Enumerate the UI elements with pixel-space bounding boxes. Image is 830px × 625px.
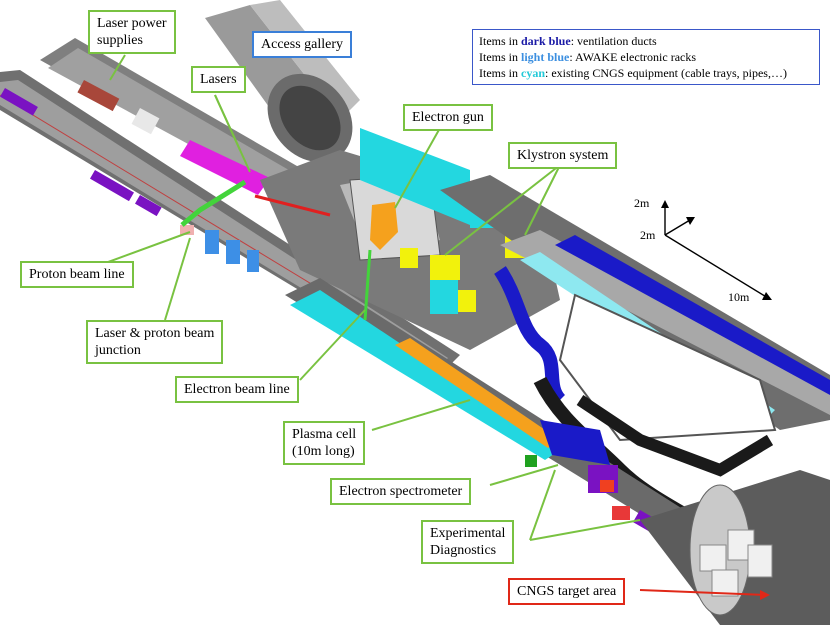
cngs-arrowhead [760, 590, 770, 600]
klystron-cabinets [360, 128, 470, 225]
proton-rack-3 [247, 250, 259, 272]
laser-power-supply-cabinet [131, 108, 160, 135]
cngs-block-1 [699, 544, 727, 572]
scale-arrow-depth [686, 217, 695, 225]
leader-lines [99, 54, 641, 541]
klystron-rack-2 [430, 255, 460, 280]
cngs-block-3 [747, 544, 773, 578]
cngs-target [640, 470, 830, 625]
spectrometer-box [600, 480, 614, 492]
electron-beam-riser [363, 249, 372, 321]
proton-magnet-3 [135, 195, 162, 217]
plasma-cell [395, 338, 560, 448]
legend-prefix: Items in [479, 50, 521, 64]
scale-label-vertical: 2m [634, 196, 650, 210]
laser-beam [180, 179, 247, 227]
legend-prefix: Items in [479, 66, 521, 80]
proton-rack-1 [205, 230, 219, 254]
label-klystron-system: Klystron system [508, 142, 618, 169]
cyan-cabinet-2 [430, 280, 458, 314]
klystron-rack-1 [400, 248, 418, 268]
label-proton-beam-line: Proton beam line [20, 261, 134, 288]
label-electron-spectrometer: Electron spectrometer [330, 478, 472, 505]
spectrometer-detector [525, 455, 537, 467]
label-laser-power-supplies: Laser power supplies [88, 10, 176, 54]
cngs-block-4 [711, 569, 739, 597]
scale-axes [664, 205, 769, 299]
legend-keyword-light-blue: light blue [521, 50, 570, 64]
legend-prefix: Items in [479, 34, 521, 48]
proton-rack-2 [226, 240, 240, 264]
laser-power-supply-unit [77, 80, 120, 112]
legend-keyword-cyan: cyan [521, 66, 545, 80]
label-experimental-diagnostics: Experimental Diagnostics [421, 520, 515, 564]
scale-label-depth: 2m [640, 228, 656, 242]
right-tunnel [440, 175, 830, 442]
label-electron-gun: Electron gun [403, 104, 493, 131]
access-gallery-tunnel [205, 0, 360, 163]
legend-line-ventilation: Items in dark blue: ventilation ducts [479, 33, 813, 49]
proton-magnet-1 [0, 88, 38, 116]
klystron-rack-3 [458, 290, 476, 312]
legend-keyword-dark-blue: dark blue [521, 34, 571, 48]
legend-suffix: : existing CNGS equipment (cable trays, … [545, 66, 787, 80]
junction-box [180, 225, 194, 235]
label-lasers: Lasers [191, 66, 246, 93]
legend-suffix: : ventilation ducts [570, 34, 657, 48]
legend-line-cngs: Items in cyan: existing CNGS equipment (… [479, 65, 813, 81]
electron-gun-body [370, 202, 398, 250]
label-laser-proton-junction: Laser & proton beam junction [86, 320, 224, 364]
plasma-tunnel [285, 278, 700, 545]
red-laser-path [254, 194, 331, 217]
legend-line-racks: Items in light blue: AWAKE electronic ra… [479, 49, 813, 65]
blue-floor-panel [540, 420, 610, 465]
laser-table [180, 140, 270, 195]
ventilation-duct-right [555, 235, 830, 395]
label-electron-beam-line: Electron beam line [175, 376, 299, 403]
laser-tunnel [40, 38, 330, 205]
label-cngs-target-area: CNGS target area [508, 578, 626, 605]
spectrometer-screen [612, 506, 630, 520]
label-plasma-cell: Plasma cell (10m long) [283, 421, 366, 465]
cngs-leader [639, 589, 766, 596]
label-access-gallery: Access gallery [252, 31, 353, 58]
scale-arrow-up [661, 200, 669, 208]
scale-label-horizontal: 10m [728, 290, 750, 304]
scale-arrow-length [762, 292, 772, 300]
proton-magnet-2 [90, 170, 134, 202]
legend: Items in dark blue: ventilation ducts It… [472, 29, 820, 85]
legend-suffix: : AWAKE electronic racks [569, 50, 697, 64]
